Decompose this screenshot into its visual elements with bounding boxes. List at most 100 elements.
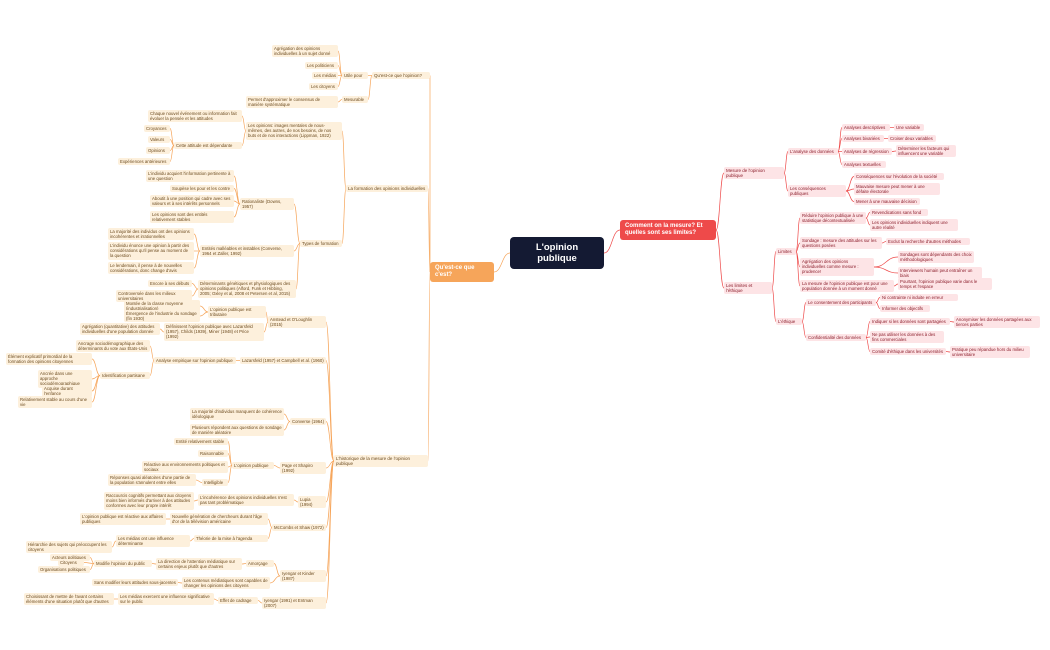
hist-a2a[interactable]: Agrégation (quantitative) des attitudes … <box>80 323 160 336</box>
formation-entites[interactable]: Entités malléables et instables (Convers… <box>200 245 294 258</box>
mesure-biv[interactable]: Analyses bivariées <box>842 135 884 143</box>
eth-2[interactable]: Confidentialité des données <box>806 334 866 342</box>
eth-1a[interactable]: Ni contrainte ni induite en erreur <box>880 294 958 302</box>
mesure-cons3[interactable]: Mener à une mauvaise décision <box>854 198 920 206</box>
formation-chaque[interactable]: Chaque nouvel événement ou information f… <box>148 110 242 123</box>
hist-m2a[interactable]: Les médias ont une influence déterminant… <box>116 535 190 548</box>
quest-title[interactable]: Qu'est-ce que l'opinion? <box>372 72 430 80</box>
formation-r3[interactable]: Aboutit à une position qui cadre avec se… <box>150 195 234 208</box>
left-branch-title[interactable]: Qu'est-ce que c'est? <box>430 262 494 282</box>
formation-attitude[interactable]: Cette attitude est dépendante <box>174 142 242 150</box>
formation-opinions[interactable]: Opinions <box>146 147 170 155</box>
formation-e3[interactable]: Le lendemain, il pense à de nouvelles co… <box>108 262 194 275</box>
hist-a2[interactable]: Définissent l'opinion publique avec Laza… <box>164 323 264 341</box>
hist-a1[interactable]: L'opinion publique est tributaire <box>208 306 266 319</box>
hist-m1[interactable]: Nouvelle génération de chercheurs durant… <box>170 513 268 526</box>
hist-converse[interactable]: Converse (1964) <box>290 418 326 426</box>
hist-iyengar[interactable]: Iyengar et Kinder (1987) <box>280 570 326 583</box>
right-branch-title[interactable]: Comment on la mesure? Et quelles sont se… <box>620 220 716 240</box>
hist-m2[interactable]: Théorie de la mise à l'agenda <box>194 535 268 543</box>
eth-2b[interactable]: Ne pas utiliser les données à des fins c… <box>870 331 944 344</box>
hist-page[interactable]: Page et Shapiro (1992) <box>280 462 326 475</box>
lim-2a[interactable]: Exclut la recherche d'autres méthodes <box>886 238 970 246</box>
mesure-reg[interactable]: Analyses de régression <box>842 148 892 156</box>
hist-i1a1[interactable]: Modifie l'opinion du public <box>94 560 152 568</box>
lim-ethique[interactable]: L'éthique <box>776 318 802 326</box>
lim-3[interactable]: Agrégation des opinions individuelles co… <box>800 258 874 276</box>
hist-p1b[interactable]: Raisonnable <box>198 450 228 458</box>
hist-i1b[interactable]: Les contenus médiatiques sont capables d… <box>182 577 270 590</box>
quest-mesurable[interactable]: Mesurable <box>342 96 368 104</box>
quest-agregation[interactable]: Agrégation des opinions individuelles à … <box>272 45 338 58</box>
formation-r4[interactable]: Les opinions sont des entités relativeme… <box>150 211 234 224</box>
hist-l1b1[interactable]: Élément explicatif primordial de la form… <box>6 353 92 366</box>
hist-m1a[interactable]: L'opinion publique est réactive aux affa… <box>80 513 166 526</box>
hist-a1b[interactable]: Émergence de l'industrie du sondage (fin… <box>124 310 200 323</box>
hist-z1a[interactable]: Les médias exercent une influence signif… <box>118 593 214 606</box>
quest-medias[interactable]: Les médias <box>312 72 338 80</box>
hist-l1[interactable]: Analyse empirique sur l'opinion publique <box>154 357 236 365</box>
hist-m2a1[interactable]: Hiérarchie des sujets qui préoccupent le… <box>26 541 112 554</box>
mesure-desc[interactable]: Analyses descriptives <box>842 124 890 132</box>
mesure-reg1[interactable]: Déterminer les facteurs qui influencent … <box>896 145 956 158</box>
formation-croyances[interactable]: Croyances <box>144 125 170 133</box>
hist-l1b4[interactable]: Relativement stable au cours d'une vie <box>18 396 92 409</box>
hist-p1c[interactable]: Réactive aux environnements politiques e… <box>142 461 228 474</box>
quest-utile[interactable]: Utile pour <box>342 72 368 80</box>
hist-lazarsfeld[interactable]: Lazarsfeld (1957) et Campbell et al. (19… <box>240 357 326 365</box>
lim-3a[interactable]: Sondages sont dépendants des choix métho… <box>898 251 974 264</box>
hist-i1a1a[interactable]: Acteurs politiques <box>50 554 90 562</box>
hist-mccombs[interactable]: McCombs et Shaw (1972) <box>272 524 326 532</box>
mesure-cons[interactable]: Les conséquences publiques <box>788 185 846 198</box>
eth-2c[interactable]: Comité d'éthique dans les universités <box>870 348 946 356</box>
hist-i1a[interactable]: La direction de l'attention médiatique s… <box>156 558 242 571</box>
hist-anstead[interactable]: Anstead et O'Loughlin (2015) <box>268 316 326 329</box>
quest-permet[interactable]: Permet d'approximer le consensus de mani… <box>246 96 338 109</box>
quest-citoyens[interactable]: Les citoyens <box>309 83 338 91</box>
formation-e2[interactable]: L'individu énonce une opinion à partir d… <box>108 242 194 260</box>
hist-i1a1b[interactable]: Citoyens <box>58 559 84 567</box>
lim-1a[interactable]: Revendications sans fond <box>870 209 928 217</box>
hist-lu1a[interactable]: Raccourcis cognitifs permettant aux cito… <box>104 492 194 510</box>
formation-lipp[interactable]: Les opinions: images mentales de nous-mê… <box>246 122 342 140</box>
formation-r1[interactable]: L'individu acquiert l'information pertin… <box>146 170 234 183</box>
mesure-text[interactable]: Analyses textuelles <box>842 161 886 169</box>
hist-c2[interactable]: Plusieurs répondent aux questions de son… <box>190 424 284 437</box>
eth-1b[interactable]: Informer des objectifs <box>880 305 930 313</box>
hist-p1d[interactable]: Intelligible <box>202 479 228 487</box>
mesure-title[interactable]: Mesure de l'opinion publique <box>724 167 784 180</box>
hist-l1b2[interactable]: Ancrée dans une approche sociodémographi… <box>38 370 92 388</box>
mesure-biv1[interactable]: Croiser deux variables <box>888 135 936 143</box>
hist-z1a1[interactable]: Choisissant de mettre de l'avant certain… <box>24 593 114 606</box>
formation-types[interactable]: Types de formation <box>300 240 342 248</box>
hist-l1a[interactable]: Ancrage sociodémographique des détermina… <box>76 340 150 353</box>
formation-experiences[interactable]: Expériences antérieures <box>118 158 170 166</box>
lim-4a[interactable]: Pourtant, l'opinion publique varie dans … <box>898 278 992 291</box>
eth-1[interactable]: Le consentement des participants <box>806 299 876 307</box>
mesure-desc1[interactable]: Une variable <box>894 124 924 132</box>
formation-determinants[interactable]: Déterminants génétiques et physiologique… <box>198 280 296 298</box>
hist-p1[interactable]: L'opinion publique <box>232 462 274 470</box>
formation-d2[interactable]: Controversée dans les milieux universita… <box>116 290 192 303</box>
eth-2a[interactable]: Indiquer si les données sont partagées <box>870 318 950 326</box>
formation-title[interactable]: La formation des opinions individuelles <box>346 185 428 193</box>
lim-limites[interactable]: Limites <box>776 248 796 256</box>
formation-r2[interactable]: Soupèse les pour et les contre <box>170 185 234 193</box>
lim-2[interactable]: Sondage : mesure des attitudes sur les q… <box>800 237 882 250</box>
eth-2a1[interactable]: Anonymiser les données partagées aux tie… <box>954 316 1040 329</box>
hist-l1b[interactable]: Identification partisane <box>100 372 150 380</box>
quest-politiciens[interactable]: Les politiciens <box>305 62 338 70</box>
lim-1[interactable]: Réduire l'opinion publique à une statist… <box>800 212 866 225</box>
hist-lupia[interactable]: Lupia (1994) <box>298 496 326 509</box>
lim-3b[interactable]: Interviewers humain peut entraîner un bi… <box>898 267 982 280</box>
lim-1b[interactable]: Les opinions individuelles indiquent une… <box>870 219 958 232</box>
hist-i1[interactable]: Amorçage <box>246 560 274 568</box>
hist-i1b1[interactable]: Sans modifier leurs attitudes sous-jacen… <box>92 579 178 587</box>
limites-title[interactable]: Les limites et l'éthique <box>724 282 772 295</box>
formation-valeurs[interactable]: Valeurs <box>148 136 170 144</box>
mesure-cons1[interactable]: Conséquences sur l'évolution de la socié… <box>854 173 944 181</box>
hist-z1[interactable]: Effet de cadrage <box>218 597 258 605</box>
formation-e1[interactable]: La majorité des individus ont des opinio… <box>108 228 194 241</box>
root-topic[interactable]: L'opinion publique <box>510 237 604 269</box>
formation-d1[interactable]: Encore à ses débuts <box>148 280 192 288</box>
